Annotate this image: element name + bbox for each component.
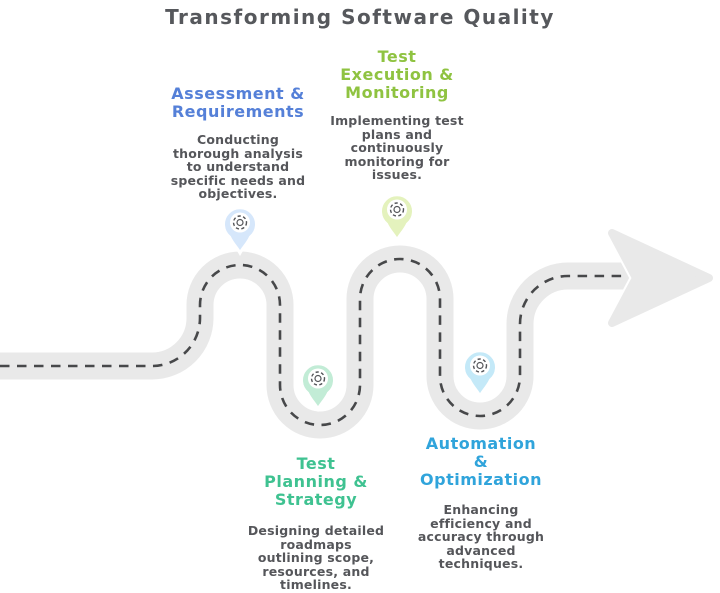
milestone-title: Automation & Optimization — [420, 434, 542, 489]
milestone-test-planning-strategy: Test Planning & Strategy Designing detai… — [216, 455, 416, 592]
location-pin-icon — [222, 206, 258, 257]
page-title: Transforming Software Quality — [165, 5, 555, 29]
milestone-test-execution-monitoring: Test Execution & Monitoring Implementing… — [302, 48, 492, 182]
milestone-description: Implementing test plans and continuously… — [330, 113, 464, 182]
milestone-title: Test Planning & Strategy — [264, 454, 368, 509]
milestone-assessment-requirements: Assessment & Requirements Conducting tho… — [133, 85, 343, 201]
location-pin-icon — [379, 193, 415, 244]
arrow-right-icon — [606, 227, 715, 329]
milestone-title: Test Execution & Monitoring — [340, 47, 454, 102]
road-center-dashes — [0, 257, 628, 427]
location-pin-icon — [300, 362, 336, 413]
milestone-description: Designing detailed roadmaps outlining sc… — [247, 523, 385, 592]
milestone-title: Assessment & Requirements — [171, 84, 305, 121]
milestone-description: Enhancing efficiency and accuracy throug… — [417, 502, 545, 571]
milestone-automation-optimization: Automation & Optimization Enhancing effi… — [381, 435, 581, 571]
milestone-description: Conducting thorough analysis to understa… — [170, 132, 306, 201]
location-pin-icon — [462, 349, 498, 400]
